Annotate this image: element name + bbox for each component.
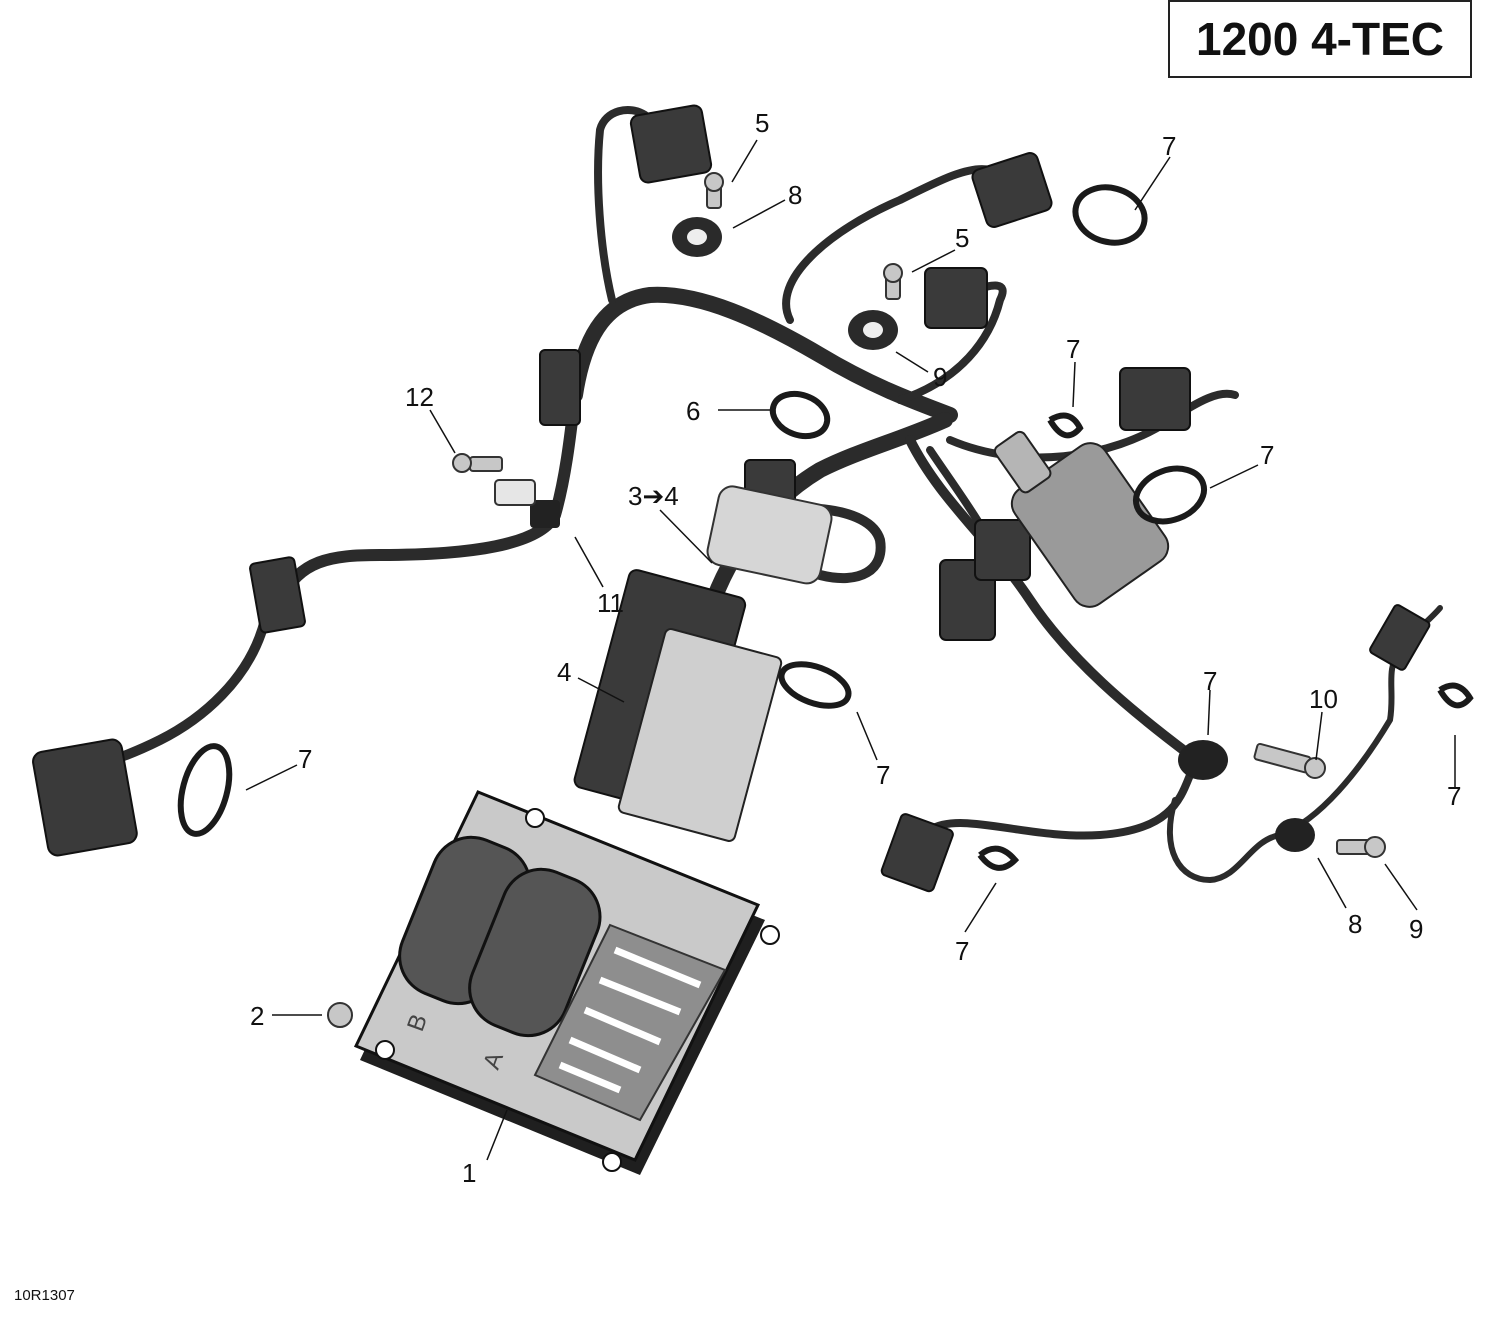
callout-4: 4	[557, 657, 572, 687]
callout-7-top-right: 7	[1162, 131, 1177, 161]
callout-7-right-clip: 7	[1066, 334, 1081, 364]
leader-lines	[245, 139, 1456, 1161]
fasteners	[327, 172, 1386, 1028]
connector-top-middle	[971, 152, 1053, 228]
callout-3-4: 3➔4	[628, 481, 679, 511]
ecu-module	[353, 790, 780, 1175]
callout-1: 1	[462, 1158, 477, 1188]
connector-left-upper	[539, 349, 581, 426]
callout-9-right: 9	[933, 362, 948, 392]
clamps	[494, 217, 1315, 852]
relay-sleeve	[706, 485, 833, 585]
callout-5-top: 5	[755, 108, 770, 138]
callout-2: 2	[250, 1001, 265, 1031]
connector-right-top	[924, 267, 988, 329]
connector-left	[249, 556, 306, 634]
cable-ties	[177, 184, 1474, 871]
callout-7-far-right: 7	[1447, 781, 1462, 811]
callout-5-right: 5	[955, 223, 970, 253]
connector-center-right	[974, 519, 1031, 581]
callout-7-right-tie: 7	[1260, 440, 1275, 470]
connector-far-left	[32, 738, 138, 857]
callout-11: 10	[1309, 684, 1338, 714]
connector-top-left	[629, 104, 713, 184]
callout-10: 9	[1409, 914, 1424, 944]
callout-7-left: 7	[298, 744, 313, 774]
connectors	[32, 104, 1431, 893]
diagram-id: 10R1307	[14, 1287, 75, 1304]
callout-7-bottom: 7	[955, 936, 970, 966]
connector-bottom	[880, 813, 954, 893]
callout-8-upper: 7	[1203, 666, 1218, 696]
callout-6: 6	[686, 396, 701, 426]
connector-right	[1119, 367, 1191, 431]
callout-12: 11	[597, 588, 624, 618]
callout-7-center: 7	[876, 760, 891, 790]
callout-8-lower: 8	[1348, 909, 1363, 939]
model-label: 1200 4-TEC	[1195, 13, 1444, 65]
callout-13: 12	[405, 382, 434, 412]
connector-right-end	[1369, 604, 1431, 671]
callout-9-top: 8	[788, 180, 803, 210]
holder	[573, 569, 783, 842]
model-label-box: 1200 4-TEC	[1168, 0, 1472, 78]
